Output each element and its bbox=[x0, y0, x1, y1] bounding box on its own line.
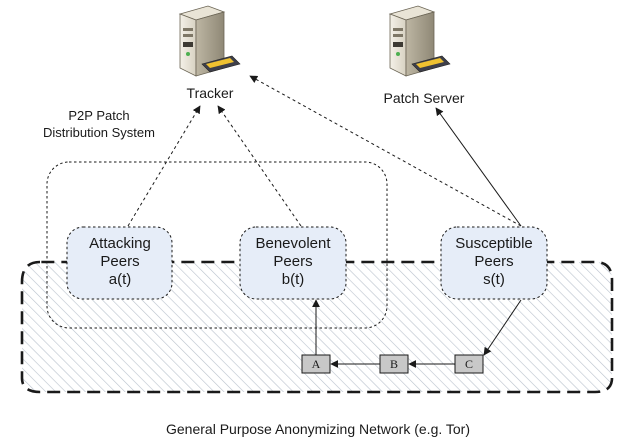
susceptible-peers-title: Susceptible bbox=[455, 235, 533, 252]
patch-server-label: Patch Server bbox=[384, 90, 465, 106]
p2p-system-boundary bbox=[46, 161, 388, 329]
relay-node-a-label: A bbox=[312, 357, 321, 371]
susceptible-peers-subtitle: Peers bbox=[474, 253, 513, 270]
attacking-peers-variable: a(t) bbox=[109, 271, 132, 288]
attacking-peers-title: Attacking bbox=[89, 235, 151, 252]
server-icon bbox=[388, 5, 451, 77]
server-icon bbox=[178, 5, 241, 77]
arrow-susceptible-to-c bbox=[483, 299, 522, 356]
benevolent-peers-node: Benevolent Peers b(t) bbox=[239, 226, 347, 300]
arrow-attacking-to-tracker bbox=[127, 105, 201, 227]
susceptible-peers-variable: s(t) bbox=[483, 271, 505, 288]
system-label-line2: Distribution System bbox=[43, 125, 155, 140]
network-caption: General Purpose Anonymizing Network (e.g… bbox=[166, 421, 470, 437]
tracker-server: Tracker bbox=[178, 5, 241, 101]
relay-node-c: C bbox=[454, 354, 484, 374]
susceptible-peers-node: Susceptible Peers s(t) bbox=[440, 226, 548, 300]
benevolent-peers-subtitle: Peers bbox=[273, 253, 312, 270]
relay-node-c-label: C bbox=[465, 357, 473, 371]
benevolent-peers-variable: b(t) bbox=[282, 271, 305, 288]
arrow-susceptible-to-tracker bbox=[249, 75, 522, 227]
system-label-line1: P2P Patch bbox=[68, 108, 129, 123]
patch-server: Patch Server bbox=[384, 5, 465, 106]
tracker-label: Tracker bbox=[187, 85, 234, 101]
relay-node-b-label: B bbox=[390, 357, 398, 371]
arrow-susceptible-to-patch-server bbox=[435, 107, 522, 227]
arrow-benevolent-to-tracker bbox=[217, 105, 302, 227]
attacking-peers-subtitle: Peers bbox=[100, 253, 139, 270]
benevolent-peers-title: Benevolent bbox=[255, 235, 331, 252]
relay-node-b: B bbox=[379, 354, 409, 374]
attacking-peers-node: Attacking Peers a(t) bbox=[66, 226, 173, 300]
relay-node-a: A bbox=[301, 354, 331, 374]
